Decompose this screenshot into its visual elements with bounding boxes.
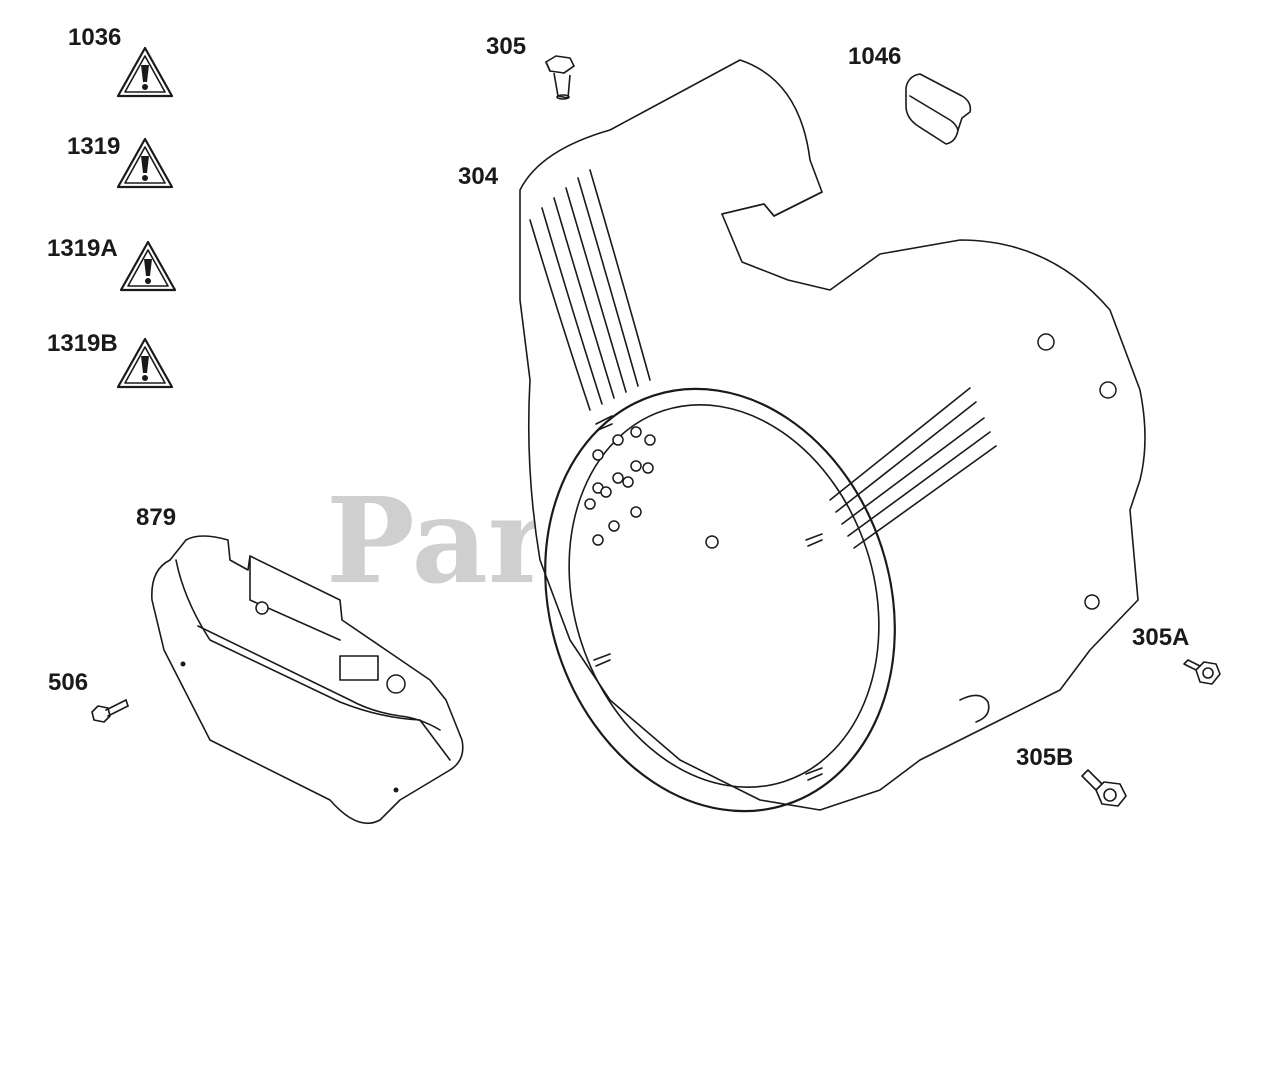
label-506: 506 (48, 669, 88, 696)
label-1319: 1319 (67, 133, 120, 160)
label-1036: 1036 (68, 24, 121, 51)
label-1319a: 1319A (47, 235, 118, 262)
cap-1046[interactable] (905, 73, 972, 145)
label-304: 304 (458, 163, 499, 190)
bolt-305[interactable] (545, 55, 575, 100)
label-1046: 1046 (848, 43, 901, 70)
label-305a: 305A (1132, 624, 1189, 651)
warning-icon-1319[interactable] (116, 137, 174, 189)
label-879: 879 (136, 504, 176, 531)
label-305: 305 (486, 33, 526, 60)
bolt-305a[interactable] (1183, 659, 1221, 685)
bolt-305b[interactable] (1081, 769, 1127, 807)
warning-icon-1319a[interactable] (119, 240, 177, 292)
warning-icon-1319b[interactable] (116, 337, 174, 389)
blower-housing-304[interactable] (492, 59, 1146, 857)
guard-879[interactable] (151, 535, 464, 825)
label-1319b: 1319B (47, 330, 118, 357)
warning-icon-1036[interactable] (116, 46, 174, 98)
screw-506[interactable] (91, 699, 129, 723)
label-305b: 305B (1016, 744, 1073, 771)
